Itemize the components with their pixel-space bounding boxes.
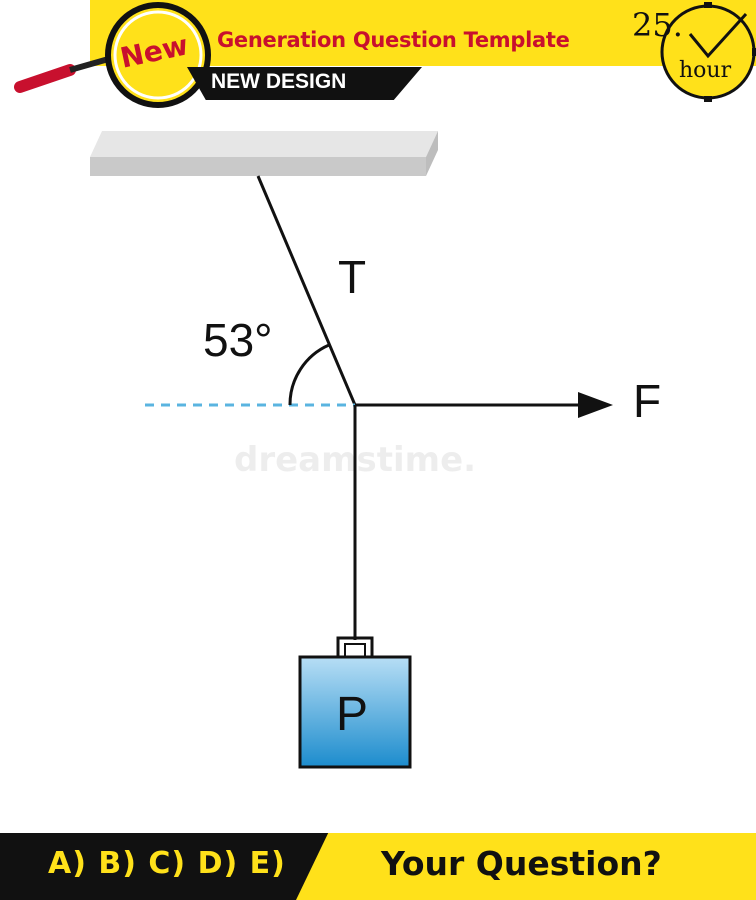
subtitle: NEW DESIGN [211, 70, 347, 93]
footer-question-panel [296, 833, 756, 900]
tension-label: T [338, 251, 367, 303]
clock-unit: hour [679, 58, 732, 83]
page-title: Generation Question Template [217, 28, 570, 52]
force-label: F [633, 375, 662, 427]
clock-number: 25. [632, 6, 683, 44]
ceiling-support [90, 131, 438, 176]
weight-label: P [336, 688, 369, 741]
weight-block [298, 655, 412, 769]
angle-label: 53° [203, 314, 273, 366]
tension-rope [256, 175, 357, 406]
watermark: dreamstime. [234, 440, 477, 480]
subtitle-strip [187, 67, 422, 100]
question-prompt: Your Question? [381, 844, 662, 883]
magnifier-icon [14, 2, 211, 108]
force-diagram [90, 131, 613, 769]
answer-options: A) B) C) D) E) [48, 846, 286, 881]
angle-arc [288, 343, 330, 406]
force-arrowhead [578, 392, 613, 418]
clock-icon [660, 2, 756, 102]
